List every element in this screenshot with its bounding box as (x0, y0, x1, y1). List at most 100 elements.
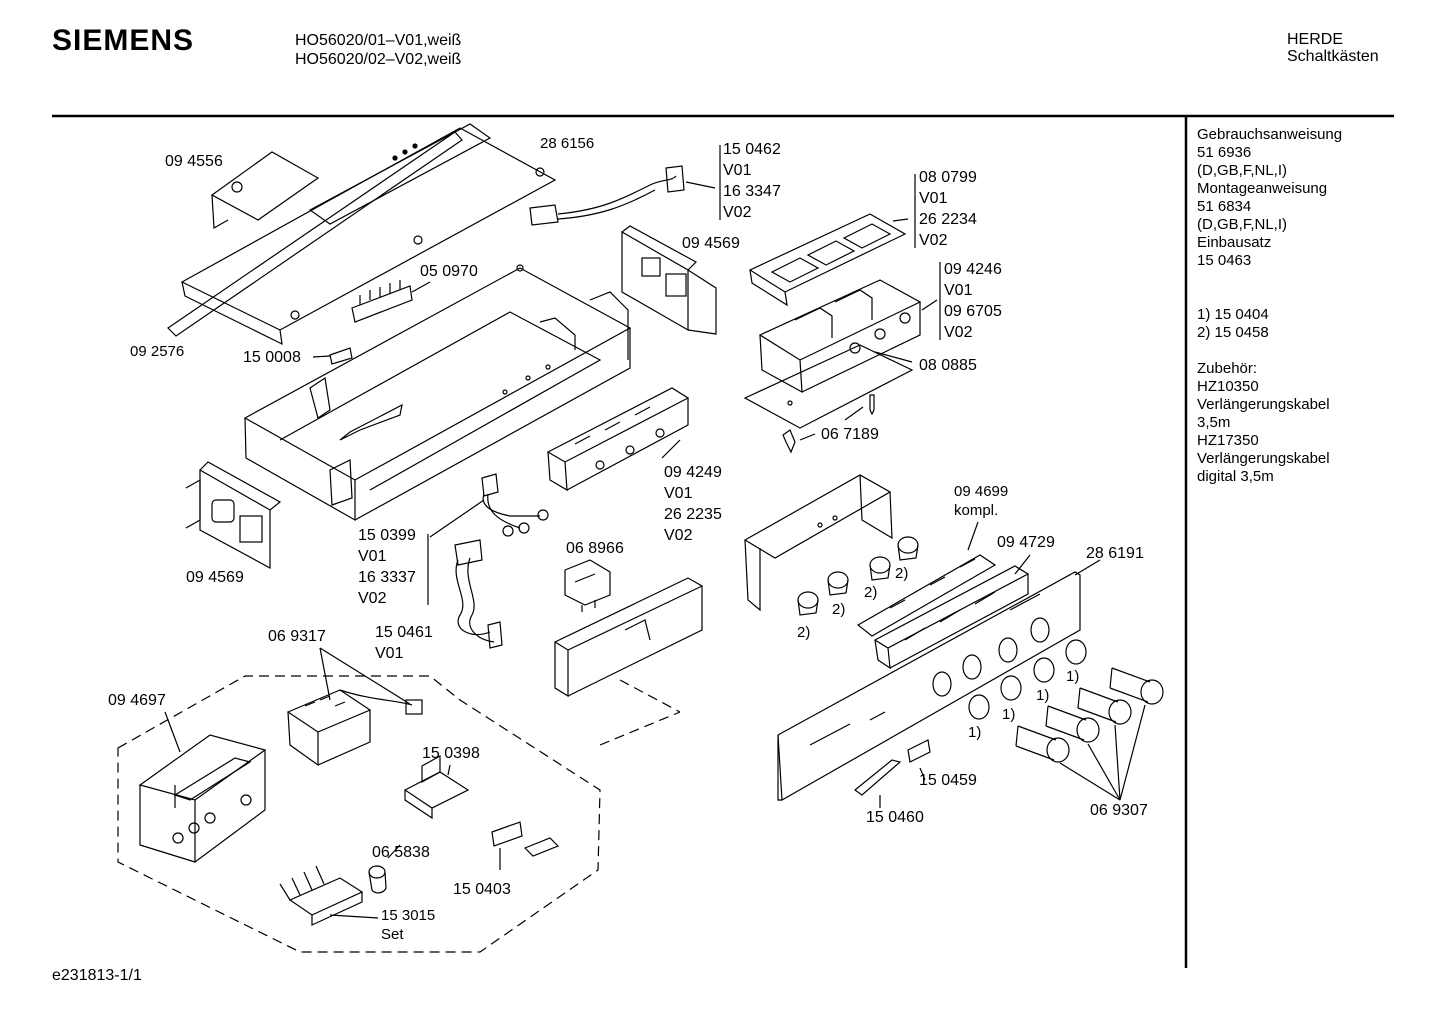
clip-150403 (491, 821, 560, 870)
clip-150008 (329, 347, 353, 365)
switch-block-094246 (758, 262, 941, 394)
sidebar-accessory-5: HZ17350 (1197, 432, 1259, 449)
switch-caps (797, 536, 919, 616)
pcb-094699 (856, 521, 997, 637)
note-2-b: 2) (864, 584, 878, 601)
part-label-094569a: 09 4569 (682, 235, 740, 252)
sidebar-line-4: Montageanweisung (1197, 180, 1328, 197)
part-label-094246-4: V02 (944, 324, 973, 341)
part-label-094569b: 09 4569 (186, 569, 244, 586)
sidebar-accessory-4: 3,5m (1197, 414, 1231, 431)
knobs-069307 (1015, 667, 1164, 801)
part-label-068966: 06 8966 (566, 540, 624, 557)
cover-plate-094556 (210, 151, 320, 229)
pcb-094729 (873, 554, 1031, 670)
part-label-150461-1: 15 0461 (375, 624, 433, 641)
part-label-150398: 15 0398 (422, 745, 480, 762)
sidebar-note-1: 1) 15 0404 (1197, 306, 1269, 323)
button-065838 (368, 844, 401, 894)
set-boundary (117, 675, 601, 953)
sidebar-note-2: 2) 15 0458 (1197, 324, 1269, 341)
part-label-080799-1: 08 0799 (919, 169, 977, 186)
sidebar-line-7: Einbausatz (1197, 234, 1272, 251)
part-label-094697: 09 4697 (108, 692, 166, 709)
category-line-2: Schaltkästen (1287, 48, 1379, 65)
model-line-1: HO56020/01–V01,weiß (295, 32, 462, 49)
cable-150399 (427, 473, 549, 605)
part-label-094556: 09 4556 (165, 153, 223, 170)
drawing-id: e231813-1/1 (52, 967, 142, 984)
part-label-067189: 06 7189 (821, 426, 879, 443)
part-label-080799-4: V02 (919, 232, 948, 249)
sidebar-line-6: (D,GB,F,NL,I) (1197, 216, 1288, 233)
switch-strip-094249 (546, 387, 690, 492)
part-label-286191: 28 6191 (1086, 545, 1144, 562)
part-label-080799-2: V01 (919, 190, 948, 207)
display-module-094697 (138, 711, 267, 863)
knob-rings (968, 639, 1087, 720)
part-label-080799-3: 26 2234 (919, 211, 977, 228)
ribbon-150461 (454, 539, 503, 649)
part-label-150460: 15 0460 (866, 809, 924, 826)
frame-080799 (748, 174, 916, 307)
part-label-150462-4: V02 (723, 204, 752, 221)
part-label-150462-1: 15 0462 (723, 141, 781, 158)
part-label-150399-4: V02 (358, 590, 387, 607)
part-label-080885: 08 0885 (919, 357, 977, 374)
sidebar-line-5: 51 6834 (1197, 198, 1252, 215)
sidebar-line-2: 51 6936 (1197, 144, 1252, 161)
part-label-094699-1: 09 4699 (954, 483, 1009, 500)
light-pipes (854, 739, 931, 808)
note-1-b: 1) (1036, 687, 1050, 704)
control-carrier (553, 577, 704, 698)
note-1-a: 1) (1066, 668, 1080, 685)
part-label-150399-3: 16 3337 (358, 569, 416, 586)
note-1-c: 1) (1002, 706, 1016, 723)
sidebar-accessory-6: Verlängerungskabel (1197, 450, 1330, 467)
part-label-094249-1: 09 4249 (664, 464, 722, 481)
part-label-150462-2: V01 (723, 162, 752, 179)
category-line-1: HERDE (1287, 31, 1344, 48)
sidebar-line-8: 15 0463 (1197, 252, 1252, 269)
part-label-150399-1: 15 0399 (358, 527, 416, 544)
main-housing (243, 264, 632, 522)
part-label-094729: 09 4729 (997, 534, 1055, 551)
part-label-094249-3: 26 2235 (664, 506, 722, 523)
part-label-050970: 05 0970 (420, 263, 478, 280)
sidebar-line-1: Gebrauchsanweisung (1197, 126, 1343, 143)
connector-050970 (351, 280, 431, 323)
part-label-150459: 15 0459 (919, 772, 977, 789)
part-label-092576: 09 2576 (130, 343, 185, 360)
part-label-065838: 06 5838 (372, 844, 430, 861)
part-label-069317: 06 9317 (268, 628, 326, 645)
control-panel-286191 (777, 559, 1101, 801)
part-label-094699-2: kompl. (954, 502, 999, 519)
cable-150462 (529, 145, 721, 226)
part-label-150008: 15 0008 (243, 349, 301, 366)
model-line-2: HO56020/02–V02,weiß (295, 51, 462, 68)
part-label-094246-2: V01 (944, 282, 973, 299)
brand-logo: SIEMENS (52, 24, 195, 57)
note-1-d: 1) (968, 724, 982, 741)
part-label-069307: 06 9307 (1090, 802, 1148, 819)
part-label-286156: 28 6156 (540, 135, 595, 152)
keys-153015 (279, 865, 379, 926)
part-label-150399-2: V01 (358, 548, 387, 565)
part-label-153015-1: 15 3015 (381, 907, 436, 924)
note-2-d: 2) (797, 624, 811, 641)
bracket-094569b (185, 461, 282, 570)
transformer-068966 (564, 559, 611, 612)
part-label-094249-4: V02 (664, 527, 693, 544)
part-label-094246-3: 09 6705 (944, 303, 1002, 320)
note-2-a: 2) (895, 565, 909, 582)
sidebar-accessory-7: digital 3,5m (1197, 468, 1274, 485)
sheet-080885 (743, 344, 914, 429)
sidebar-accessory-2: HZ10350 (1197, 378, 1259, 395)
part-label-150461-2: V01 (375, 645, 404, 662)
sidebar-accessory-1: Zubehör: (1197, 360, 1258, 377)
part-label-153015-2: Set (381, 926, 404, 943)
screws-067189 (782, 394, 875, 454)
sidebar-line-3: (D,GB,F,NL,I) (1197, 162, 1288, 179)
part-label-150403: 15 0403 (453, 881, 511, 898)
